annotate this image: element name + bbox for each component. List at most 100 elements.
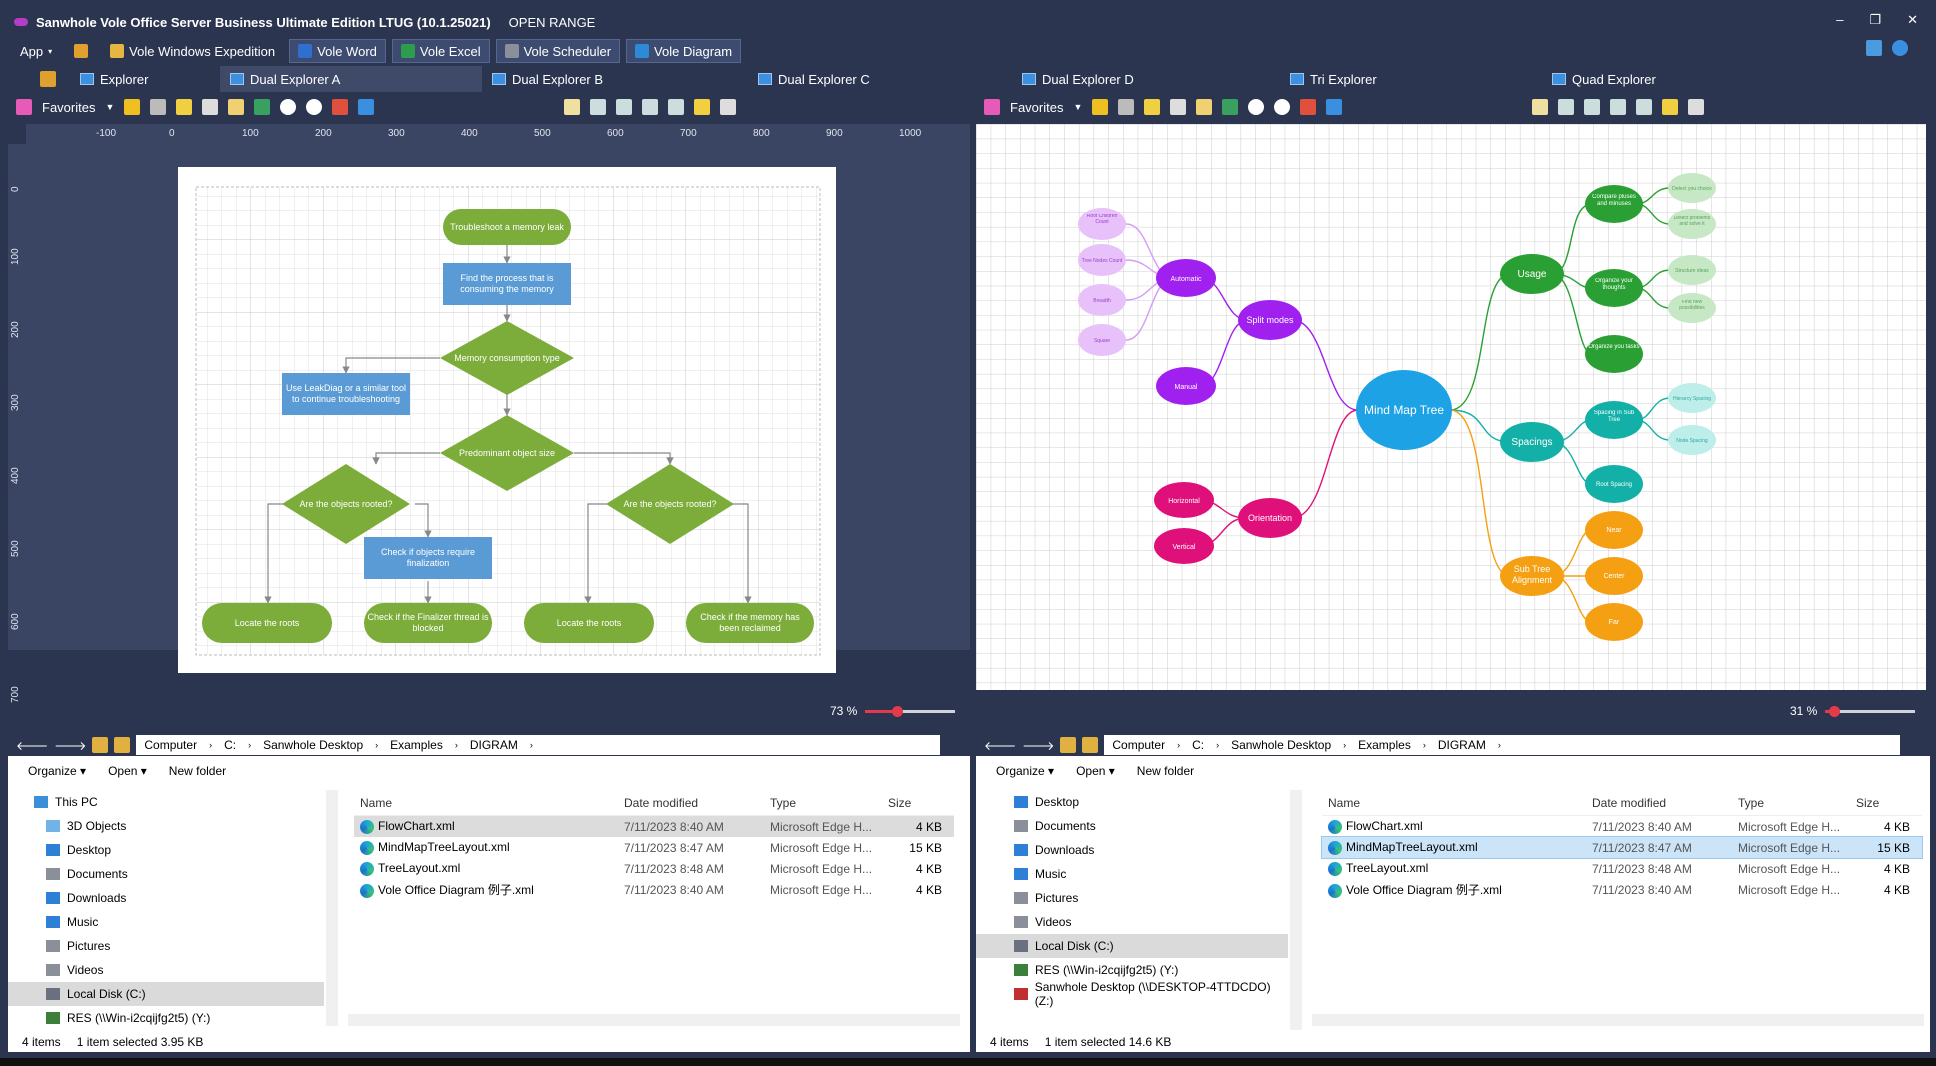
mm-subtree[interactable]: Sub Tree Alignment <box>1500 556 1564 596</box>
column-header-1[interactable]: Date modified <box>1592 795 1667 810</box>
right-nav-scrollbar[interactable] <box>1290 790 1302 1030</box>
menu-item-2[interactable]: Vole Windows Expedition <box>102 39 283 63</box>
nav-item-4[interactable]: Downloads <box>8 886 324 910</box>
menu-item-3[interactable]: Vole Word <box>289 39 386 63</box>
tab-1[interactable]: Dual Explorer A <box>220 66 482 92</box>
node-predominant[interactable]: Predominant object size <box>440 415 574 491</box>
tab-4[interactable]: Dual Explorer D <box>1012 66 1280 92</box>
grid-icon[interactable] <box>332 99 349 115</box>
diagram-canvas[interactable]: Troubleshoot a memory leak Find the proc… <box>26 144 970 673</box>
export-icon[interactable] <box>720 99 737 115</box>
layout3-icon[interactable] <box>642 99 659 115</box>
right-file-hscroll[interactable] <box>1312 1014 1924 1026</box>
breadcrumb-item[interactable]: Computer <box>144 738 198 752</box>
nav-item-5[interactable]: Videos <box>976 910 1288 934</box>
mm-horizontal[interactable]: Horizontal <box>1154 482 1214 518</box>
grid-icon[interactable] <box>1300 99 1317 115</box>
breadcrumb-item[interactable]: Examples <box>390 738 443 752</box>
left-address-bar[interactable]: Computer›C:›Sanwhole Desktop›Examples›DI… <box>136 735 940 755</box>
refresh-icon[interactable] <box>254 99 271 115</box>
nav-item-7[interactable]: Videos <box>8 958 324 982</box>
lock-icon[interactable] <box>1118 99 1135 115</box>
node-finalizer[interactable]: Check if the Finalizer thread is blocked <box>364 603 492 643</box>
mm-center[interactable]: Center <box>1585 557 1643 595</box>
mm-compare[interactable]: Compare pluses and minuses <box>1585 185 1643 223</box>
nav-item-2[interactable]: Downloads <box>976 838 1288 862</box>
column-header-2[interactable]: Type <box>770 795 797 810</box>
back-icon[interactable]: 🡐 <box>984 738 1017 753</box>
node-locate1[interactable]: Locate the roots <box>202 603 332 643</box>
nav-item-0[interactable]: This PC <box>8 790 324 814</box>
mm-breadth[interactable]: Breadth <box>1078 284 1126 316</box>
mm-nodespacing[interactable]: Node Spacing <box>1668 425 1716 455</box>
forward-icon[interactable]: 🡒 <box>54 738 87 753</box>
node-memtype[interactable]: Memory consumption type <box>440 321 574 395</box>
nav-item-9[interactable]: RES (\\Win-i2cqijfg2t5) (Y:) <box>8 1006 324 1026</box>
paste-icon[interactable] <box>228 99 245 115</box>
layout3-icon[interactable] <box>1610 99 1627 115</box>
tab-3[interactable]: Dual Explorer C <box>748 66 1012 92</box>
nav-item-6[interactable]: Pictures <box>8 934 324 958</box>
column-header-2[interactable]: Type <box>1738 795 1765 810</box>
left-nav-scrollbar[interactable] <box>326 790 338 1026</box>
breadcrumb-item[interactable]: Sanwhole Desktop <box>1231 738 1332 752</box>
column-header-3[interactable]: Size <box>888 795 912 810</box>
breadcrumb-item[interactable]: Computer <box>1112 738 1166 752</box>
back-icon[interactable]: 🡐 <box>16 738 49 753</box>
breadcrumb-item[interactable]: C: <box>224 738 237 752</box>
nav-item-4[interactable]: Pictures <box>976 886 1288 910</box>
node-finalize[interactable]: Check if objects require finalization <box>364 537 492 579</box>
node-rooted1[interactable]: Are the objects rooted? <box>282 464 410 544</box>
node-start[interactable]: Troubleshoot a memory leak <box>443 209 571 245</box>
copy-icon[interactable] <box>1170 99 1187 115</box>
column-header-0[interactable]: Name <box>1328 795 1361 810</box>
triangle-icon[interactable] <box>1326 99 1343 115</box>
node-rooted2[interactable]: Are the objects rooted? <box>606 464 734 544</box>
monitor-icon[interactable] <box>1866 40 1882 56</box>
record-icon[interactable] <box>1274 99 1291 115</box>
menu-item-4[interactable]: Vole Excel <box>391 39 490 63</box>
tab-5[interactable]: Tri Explorer <box>1280 66 1542 92</box>
mm-treenodes[interactable]: Tree Nodes Count <box>1078 244 1126 276</box>
breadcrumb-item[interactable]: Sanwhole Desktop <box>263 738 364 752</box>
layout2-icon[interactable] <box>1584 99 1601 115</box>
tab-2[interactable]: Dual Explorer B <box>482 66 748 92</box>
star-icon[interactable] <box>124 99 141 115</box>
star-icon[interactable] <box>1092 99 1109 115</box>
paste-icon[interactable] <box>1196 99 1213 115</box>
nav-item-8[interactable]: Sanwhole Desktop (\\DESKTOP-4TTDCDO) (Z:… <box>976 980 1288 1008</box>
nav-item-3[interactable]: Documents <box>8 862 324 886</box>
record-icon[interactable] <box>306 99 323 115</box>
layout1-icon[interactable] <box>590 99 607 115</box>
mm-rootspacing[interactable]: Root Spacing <box>1585 465 1643 503</box>
mm-rootchildren[interactable]: Root Children Count <box>1078 208 1126 240</box>
mm-findnew[interactable]: Find new possibilities <box>1668 293 1716 323</box>
right-zoom-knob[interactable] <box>1829 705 1841 717</box>
left-zoom-knob[interactable] <box>891 705 903 717</box>
left-file-hscroll[interactable] <box>348 1014 960 1026</box>
mm-automatic[interactable]: Automatic <box>1156 259 1216 297</box>
breadcrumb-item[interactable]: DIGRAM <box>469 738 518 752</box>
organize-button[interactable]: Organize ▾ <box>28 764 87 778</box>
triangle-icon[interactable] <box>358 99 375 115</box>
play-icon[interactable] <box>280 99 297 115</box>
mm-structure[interactable]: Structure ideas <box>1668 255 1716 285</box>
play-icon[interactable] <box>1248 99 1265 115</box>
layout4-icon[interactable] <box>668 99 685 115</box>
right-zoom-slider[interactable] <box>1825 705 1916 717</box>
mm-detectchoice[interactable]: Detect you choice <box>1668 173 1716 203</box>
mm-spacingsub[interactable]: Spacing in Sub Tree <box>1585 401 1643 439</box>
mm-usage[interactable]: Usage <box>1500 254 1564 294</box>
column-header-1[interactable]: Date modified <box>624 795 699 810</box>
column-header-0[interactable]: Name <box>360 795 393 810</box>
layout2-icon[interactable] <box>616 99 633 115</box>
mm-square[interactable]: Square <box>1078 324 1126 356</box>
forward-icon[interactable]: 🡒 <box>1022 738 1055 753</box>
node-locate2[interactable]: Locate the roots <box>524 603 654 643</box>
nav-item-9[interactable] <box>976 1006 1288 1030</box>
mm-split[interactable]: Split modes <box>1238 300 1302 340</box>
organize-button[interactable]: Organize ▾ <box>996 764 1055 778</box>
broom-icon[interactable] <box>1144 99 1161 115</box>
